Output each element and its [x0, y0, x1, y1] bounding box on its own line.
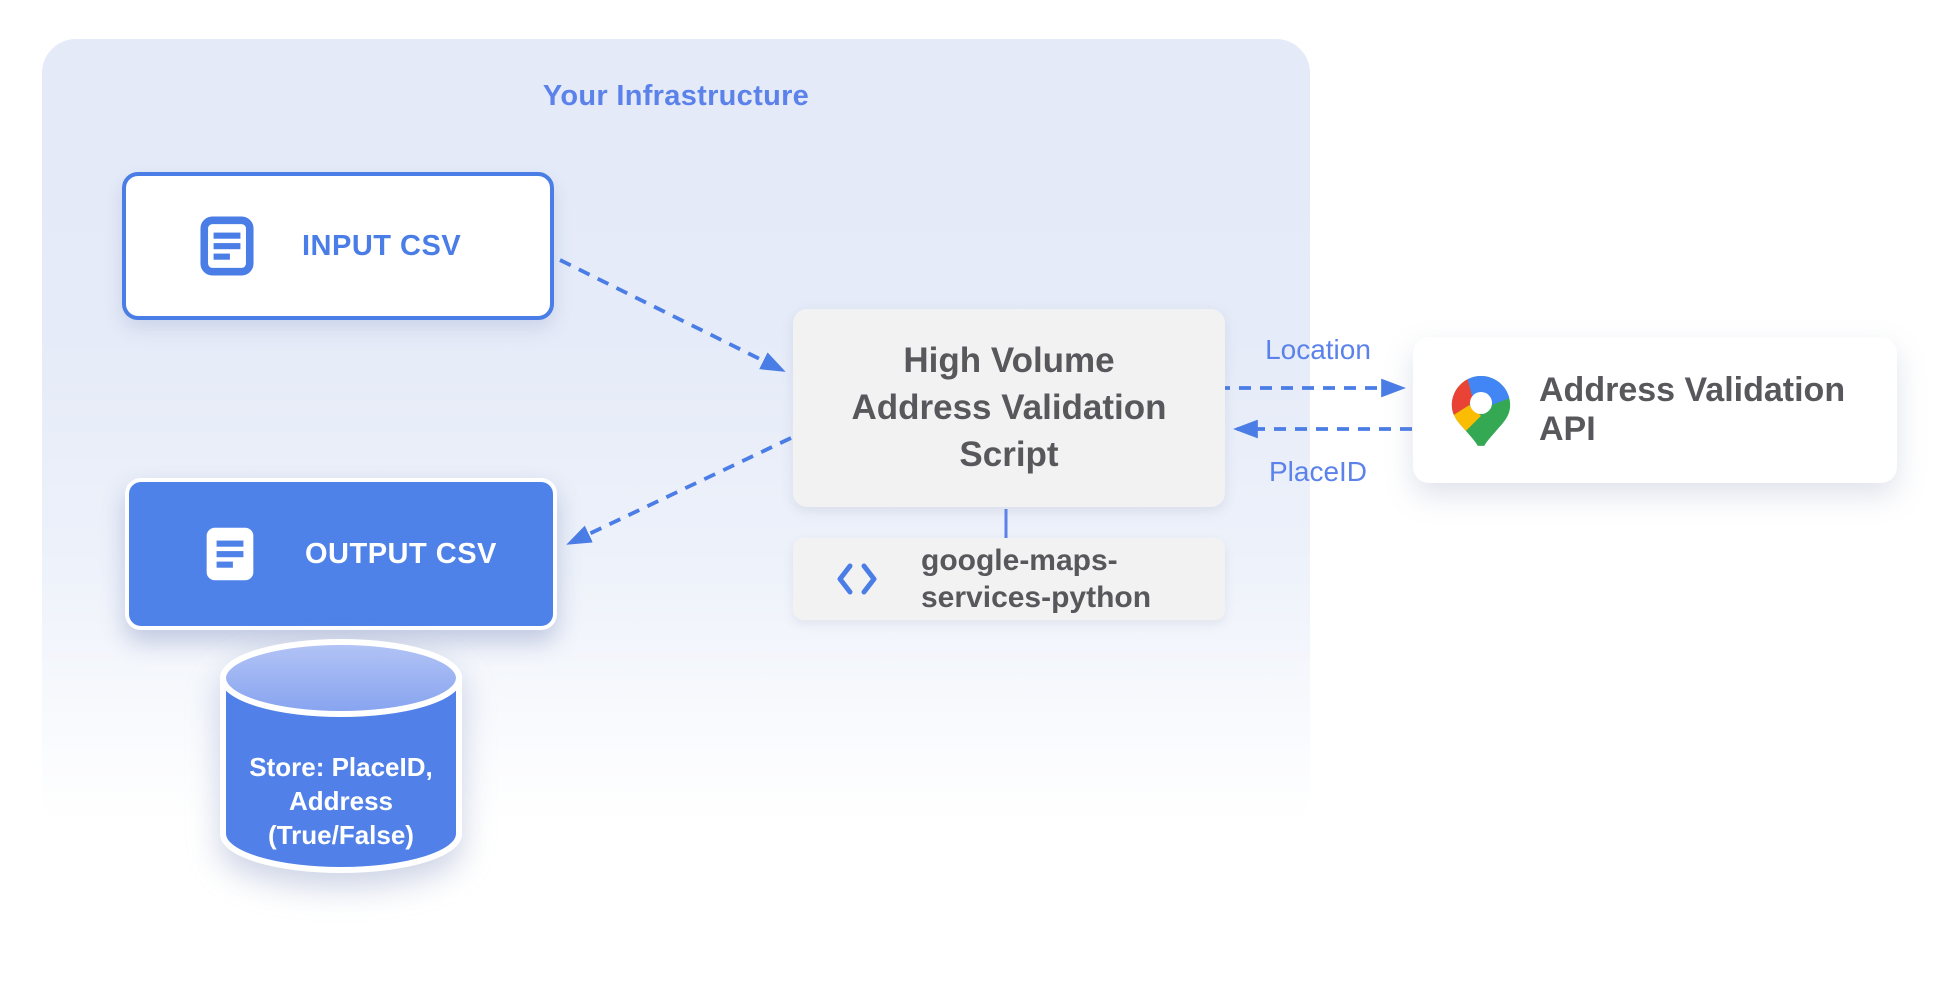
output-csv-label: OUTPUT CSV	[305, 537, 497, 570]
datastore-label: Store: PlaceID, Address (True/False)	[215, 750, 467, 852]
infrastructure-title: Your Infrastructure	[542, 80, 810, 112]
script-label-line: Script	[959, 435, 1059, 474]
script-label-line: Address Validation	[851, 388, 1167, 427]
api-label: Address Validation API	[1539, 371, 1846, 448]
library-label-line: services-python	[921, 581, 1152, 614]
output-csv-node: OUTPUT CSV	[125, 478, 557, 630]
datastore-label-line: Store: PlaceID,	[249, 752, 433, 782]
datastore-label-line: (True/False)	[268, 820, 414, 850]
input-csv-label: INPUT CSV	[302, 229, 462, 262]
datastore-label-line: Address	[288, 786, 394, 816]
address-validation-api-node: Address Validation API	[1413, 337, 1897, 483]
document-lines-icon	[200, 216, 254, 276]
datastore-cylinder	[220, 639, 462, 873]
location-edge-label: Location	[1265, 334, 1371, 365]
script-node: High Volume Address Validation Script	[793, 309, 1225, 507]
placeid-edge-label: PlaceID	[1268, 456, 1368, 487]
library-label-line: google-maps-	[921, 544, 1118, 577]
google-maps-pin-icon	[1451, 375, 1511, 446]
code-icon	[837, 563, 877, 595]
library-node: google-maps- services-python	[793, 538, 1225, 620]
document-lines-icon	[206, 527, 254, 581]
script-label-line: High Volume	[903, 341, 1115, 380]
input-csv-node: INPUT CSV	[122, 172, 554, 320]
